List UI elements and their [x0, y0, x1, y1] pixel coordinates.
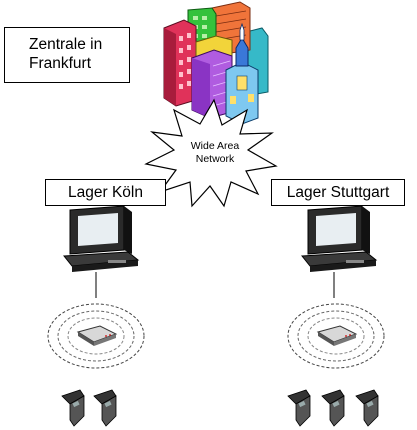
city-buildings-icon [163, 1, 269, 125]
headquarters-line2: Frankfurt [29, 55, 92, 72]
site-label-stuttgart: Lager Stuttgart [271, 179, 405, 206]
access-point-koeln-icon [47, 303, 145, 369]
wan-cloud-shape [144, 98, 278, 208]
headquarters-label: Zentrale in Frankfurt [4, 27, 130, 83]
wan-line2: Network [195, 153, 235, 165]
computer-koeln-icon [63, 205, 140, 272]
access-point-stuttgart-icon [287, 303, 385, 369]
headquarters-line1: Zentrale in [29, 36, 103, 53]
handheld-scanners-stuttgart-icon [287, 389, 379, 427]
site-label-koeln: Lager Köln [45, 179, 166, 206]
computer-stuttgart-icon [301, 205, 378, 272]
wan-label: Wide Area Network [160, 140, 270, 166]
wan-line1: Wide Area [190, 140, 240, 152]
handheld-scanners-koeln-icon [61, 389, 117, 427]
